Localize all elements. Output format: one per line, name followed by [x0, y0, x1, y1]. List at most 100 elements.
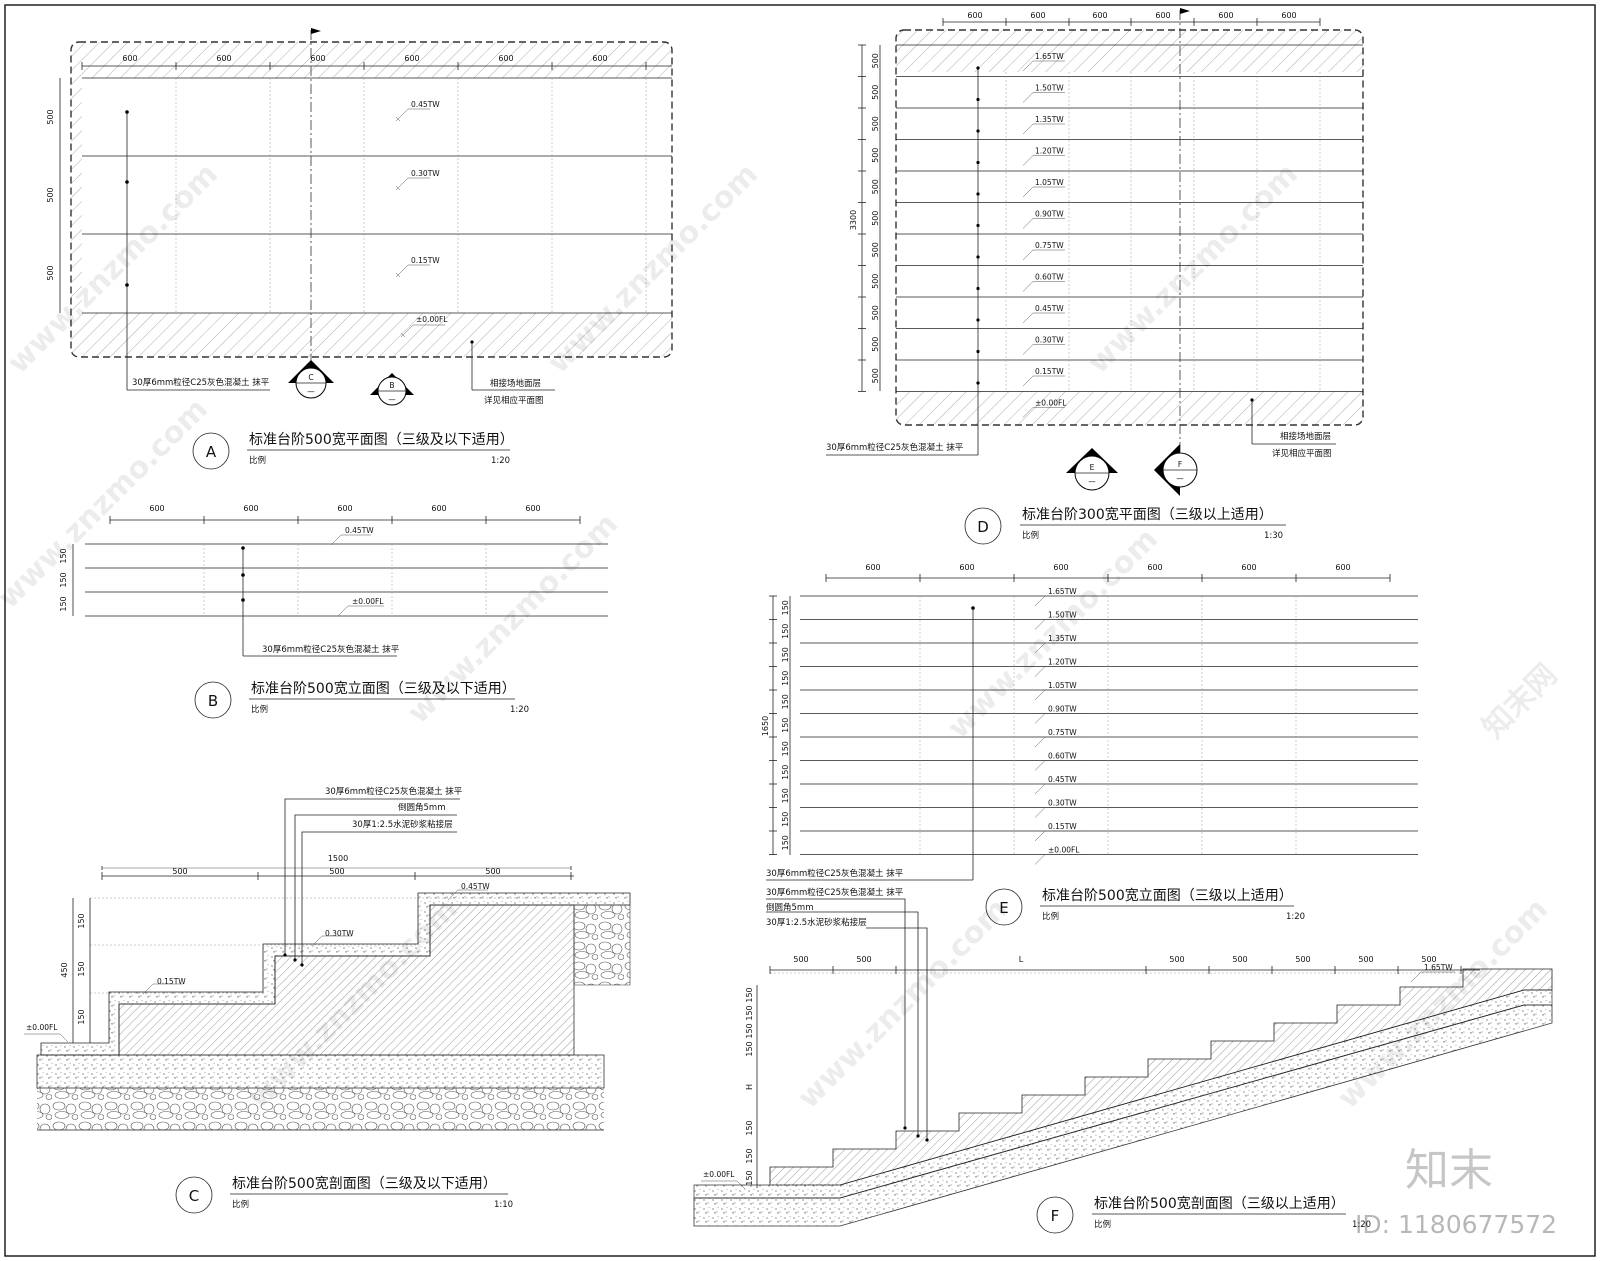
plan-a-note-right: 相接场地面层	[490, 378, 541, 389]
elev-b-level: ±0.00FL	[352, 597, 384, 606]
section-cut-b-marker: B —	[370, 373, 414, 406]
plan-a-dim: 600	[310, 54, 325, 63]
sect-c-note: 倒圆角5mm	[398, 802, 445, 813]
plan-d-side-dim: 500	[871, 53, 880, 68]
elev-e-side-dim: 150	[781, 788, 790, 803]
plan-d-level: 0.90TW	[1035, 210, 1064, 219]
elev-e-level: 1.50TW	[1048, 611, 1077, 620]
brand-logo-text: 知末	[1405, 1145, 1493, 1196]
sect-f-dim: 500	[793, 955, 808, 964]
plan-a-dim: 600	[498, 54, 513, 63]
elev-e-level: 0.15TW	[1048, 822, 1077, 831]
plan-a-level: 0.45TW	[411, 100, 440, 109]
plan-a-side-dim: 500	[46, 187, 55, 202]
plan-d-dim: 600	[1092, 11, 1107, 20]
plan-d-boundary	[895, 29, 1364, 426]
sect-f-level: ±0.00FL	[703, 1170, 735, 1179]
plan-d-dim: 600	[1218, 11, 1233, 20]
plan-d-level: 0.75TW	[1035, 241, 1064, 250]
plan-a-side-dim: 500	[46, 265, 55, 280]
plan-d-scale: 1:30	[1264, 531, 1283, 541]
watermark-text: www.znzmo.com	[0, 392, 215, 616]
plan-a-level: 0.30TW	[411, 169, 440, 178]
plan-a-level: 0.15TW	[411, 256, 440, 265]
elev-e-side-dim: 150	[781, 624, 790, 639]
plan-d-dim: 600	[967, 11, 982, 20]
elev-e-dim: 600	[1053, 563, 1068, 572]
section-f: 500 500 L 500 500 500 500 500 150 150 15…	[693, 887, 1553, 1234]
sect-f-marker: F	[1051, 1207, 1060, 1225]
svg-text:F: F	[1178, 460, 1182, 469]
sect-c-side-dim: 150	[77, 1009, 86, 1024]
elev-b-dim: 600	[431, 504, 446, 513]
elev-e-scale-label: 比例	[1042, 911, 1059, 922]
plan-a-dim: 600	[216, 54, 231, 63]
sect-c-marker: C	[189, 1187, 199, 1205]
elev-e-level: ±0.00FL	[1048, 846, 1080, 855]
sect-f-side-h: H	[745, 1084, 754, 1090]
elev-b-level: 0.45TW	[345, 526, 374, 535]
elev-e-side-dim: 150	[781, 812, 790, 827]
watermark-text: www.znzmo.com	[401, 507, 625, 731]
plan-d-dim: 600	[1281, 11, 1296, 20]
sect-f-dim: 500	[1169, 955, 1184, 964]
plan-d-level: 0.30TW	[1035, 336, 1064, 345]
sect-c-note: 30厚6mm粒径C25灰色混凝土 抹平	[325, 786, 463, 797]
plan-d-side-dim: 500	[871, 274, 880, 289]
sect-c-level: 0.15TW	[157, 977, 186, 986]
plan-d-side-dim: 500	[871, 305, 880, 320]
plan-d-side-dim: 500	[871, 148, 880, 163]
elev-e-level: 0.30TW	[1048, 799, 1077, 808]
elev-e-side-dim: 150	[781, 694, 790, 709]
svg-text:B: B	[389, 381, 394, 390]
plan-d-side-dim: 500	[871, 116, 880, 131]
sect-f-side-dim: 150	[745, 1148, 754, 1163]
plan-d-side-dim: 500	[871, 85, 880, 100]
plan-a-scale: 1:20	[491, 456, 510, 466]
sect-f-note: 30厚6mm粒径C25灰色混凝土 抹平	[766, 887, 904, 898]
plan-a-dim: 600	[404, 54, 419, 63]
plan-a-marker: A	[206, 443, 217, 461]
sect-f-dim: 500	[856, 955, 871, 964]
svg-text:E: E	[1090, 463, 1095, 472]
elev-b-dim: 600	[525, 504, 540, 513]
elev-e-dim: 600	[1147, 563, 1162, 572]
plan-d-stair-area	[896, 72, 1363, 391]
elev-b-note: 30厚6mm粒径C25灰色混凝土 抹平	[262, 644, 400, 655]
plan-a-note-right: 详见相应平面图	[484, 395, 544, 406]
elev-e-level: 0.60TW	[1048, 752, 1077, 761]
sect-c-title: 标准台阶500宽剖面图（三级及以下适用）	[232, 1175, 497, 1192]
sect-f-note: 30厚1:2.5水泥砂浆粘接层	[766, 917, 867, 928]
plan-d: 600 600 600 600 600 600 5005005005005005…	[826, 8, 1364, 545]
elev-e-title: 标准台阶500宽立面图（三级以上适用）	[1042, 887, 1293, 904]
elev-e-side-dim: 150	[781, 718, 790, 733]
sect-f-scale: 1:20	[1352, 1220, 1371, 1230]
sheet-border	[4, 4, 1596, 1257]
elev-b-scale-label: 比例	[251, 704, 268, 715]
sect-f-dim: 500	[1421, 955, 1436, 964]
sect-f-scale-label: 比例	[1094, 1219, 1111, 1230]
sect-c-dim: 500	[485, 867, 500, 876]
plan-d-scale-label: 比例	[1022, 530, 1039, 541]
elev-b-side-dim: 150	[59, 548, 68, 563]
elevation-e: 600 600 600 600 600 600 1501501501501501…	[761, 563, 1418, 926]
elev-e-side-dim: 150	[781, 671, 790, 686]
plan-a-boundary	[70, 41, 673, 358]
section-f-steps	[769, 968, 1553, 1186]
plan-d-dim: 600	[1030, 11, 1045, 20]
elev-e-side-dim: 150	[781, 600, 790, 615]
elev-e-note: 30厚6mm粒径C25灰色混凝土 抹平	[766, 868, 904, 879]
sect-f-side-dim: 150	[745, 1170, 754, 1185]
sect-f-title: 标准台阶500宽剖面图（三级以上适用）	[1094, 1195, 1345, 1212]
plan-a-scale-label: 比例	[249, 455, 266, 466]
section-cut-e-marker: E —	[1066, 448, 1118, 491]
sect-c-level: 0.30TW	[325, 929, 354, 938]
elev-b-dim: 600	[243, 504, 258, 513]
elev-e-scale: 1:20	[1286, 912, 1305, 922]
sect-f-side-dim: 150	[745, 1041, 754, 1056]
sect-f-dim: 500	[1358, 955, 1373, 964]
sect-f-side-dim: 150	[745, 1005, 754, 1020]
elev-b-scale: 1:20	[510, 705, 529, 715]
elev-e-side-dim: 150	[781, 765, 790, 780]
